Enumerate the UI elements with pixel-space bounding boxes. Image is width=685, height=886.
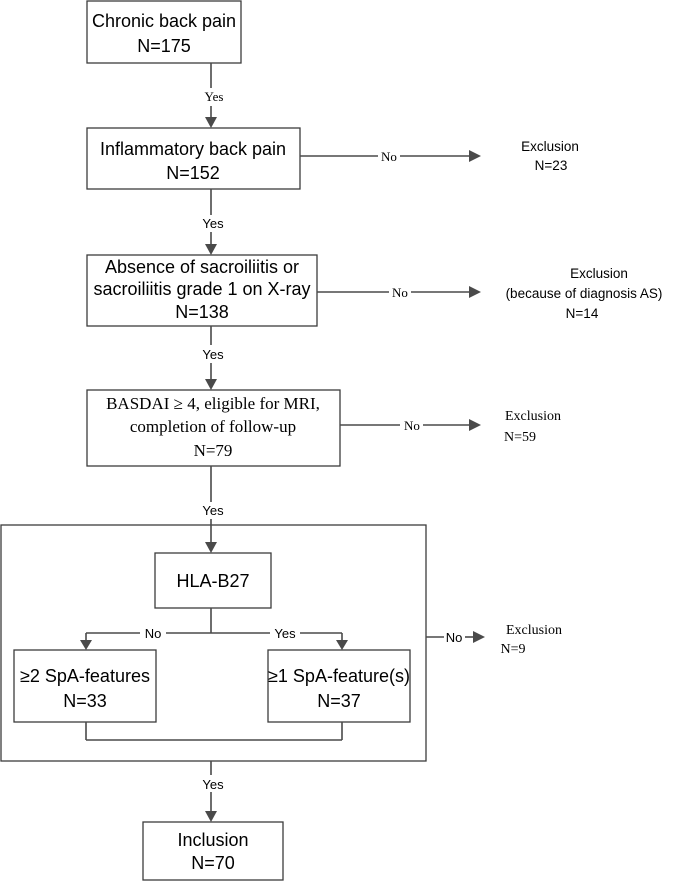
- edge-label-no: No: [145, 626, 162, 641]
- exclusion-23-line2: N=23: [535, 158, 568, 173]
- connector-group-to-exclusion: No: [426, 630, 485, 645]
- edge-label-yes: Yes: [202, 777, 224, 792]
- edge-label-yes: Yes: [274, 626, 296, 641]
- box-absence-line2: sacroiliitis grade 1 on X-ray: [93, 279, 310, 299]
- box-chronic-line2: N=175: [137, 36, 191, 56]
- box-inclusion: Inclusion N=70: [142, 821, 284, 881]
- connector-absence-to-basdai: Yes: [202, 326, 224, 390]
- arrow-head: [473, 631, 485, 643]
- edge-label-no: No: [404, 418, 420, 433]
- box-basdai-line2: completion of follow-up: [130, 417, 296, 436]
- box-inflammatory-line2: N=152: [166, 163, 220, 183]
- exclusion-59-line2: N=59: [504, 430, 536, 445]
- box-basdai-line3: N=79: [194, 441, 233, 460]
- edge-label-no: No: [392, 285, 408, 300]
- exclusion-59-line1: Exclusion: [505, 409, 561, 424]
- box-basdai: BASDAI ≥ 4, eligible for MRI, completion…: [86, 389, 341, 467]
- connector-spa-merge: [85, 722, 343, 741]
- box-spa1-line1: ≥1 SpA-feature(s): [268, 666, 410, 686]
- exclusion-14-line3: N=14: [566, 306, 599, 321]
- exclusion-9-line2: N=9: [500, 642, 525, 657]
- connector-group-to-inclusion: Yes: [202, 761, 224, 822]
- edge-label-no: No: [446, 630, 463, 645]
- box-hla-line1: HLA-B27: [176, 571, 249, 591]
- connector-basdai-to-hla: Yes: [202, 466, 224, 553]
- box-inclusion-line1: Inclusion: [177, 830, 248, 850]
- connector-inflammatory-to-absence: Yes: [202, 189, 224, 255]
- box-spa2-line2: N=33: [63, 691, 107, 711]
- edge-label-yes: Yes: [202, 347, 224, 362]
- exclusion-59: Exclusion N=59: [504, 409, 561, 445]
- exclusion-14: Exclusion (because of diagnosis AS) N=14: [506, 266, 663, 321]
- box-inflammatory-back-pain: Inflammatory back pain N=152: [86, 127, 301, 190]
- box-inclusion-line2: N=70: [191, 853, 235, 873]
- edge-label-no: No: [381, 149, 397, 164]
- connector-hla-split: No Yes: [80, 608, 348, 650]
- edge-label-yes: Yes: [205, 89, 224, 104]
- box-spa-1-feature: ≥1 SpA-feature(s) N=37: [267, 649, 411, 723]
- arrow-head: [336, 640, 348, 650]
- box-absence-of-sacroiliitis: Absence of sacroiliitis or sacroiliitis …: [86, 254, 318, 327]
- box-absence-line3: N=138: [175, 302, 229, 322]
- arrow-head: [205, 117, 217, 128]
- edge-label-yes: Yes: [202, 503, 224, 518]
- arrow-head: [205, 379, 217, 390]
- box-spa-2-features: ≥2 SpA-features N=33: [13, 649, 157, 723]
- edge-label-yes: Yes: [202, 216, 224, 231]
- arrow-head: [205, 244, 217, 255]
- box-hla-b27: HLA-B27: [154, 552, 272, 609]
- exclusion-14-line1: Exclusion: [570, 266, 628, 281]
- box-absence-line1: Absence of sacroiliitis or: [105, 257, 299, 277]
- box-inflammatory-line1: Inflammatory back pain: [100, 139, 286, 159]
- arrow-head: [80, 640, 92, 650]
- connector-basdai-to-exclusion: No: [340, 418, 481, 433]
- arrow-head: [469, 286, 481, 298]
- arrow-head: [205, 542, 217, 553]
- exclusion-14-line2: (because of diagnosis AS): [506, 286, 663, 301]
- connector-inflammatory-to-exclusion: No: [300, 149, 481, 164]
- exclusion-23: Exclusion N=23: [521, 139, 579, 173]
- arrow-head: [205, 811, 217, 822]
- arrow-head: [469, 419, 481, 431]
- exclusion-9-line1: Exclusion: [506, 623, 562, 638]
- box-basdai-line1: BASDAI ≥ 4, eligible for MRI,: [106, 394, 320, 413]
- exclusion-9: Exclusion N=9: [500, 623, 562, 657]
- box-spa2-line1: ≥2 SpA-features: [20, 666, 150, 686]
- box-chronic-back-pain: Chronic back pain N=175: [86, 0, 242, 64]
- exclusion-23-line1: Exclusion: [521, 139, 579, 154]
- connector-absence-to-exclusion: No: [317, 285, 481, 300]
- box-spa1-line2: N=37: [317, 691, 361, 711]
- box-chronic-line1: Chronic back pain: [92, 11, 236, 31]
- connector-chronic-to-inflammatory: Yes: [205, 63, 224, 128]
- arrow-head: [469, 150, 481, 162]
